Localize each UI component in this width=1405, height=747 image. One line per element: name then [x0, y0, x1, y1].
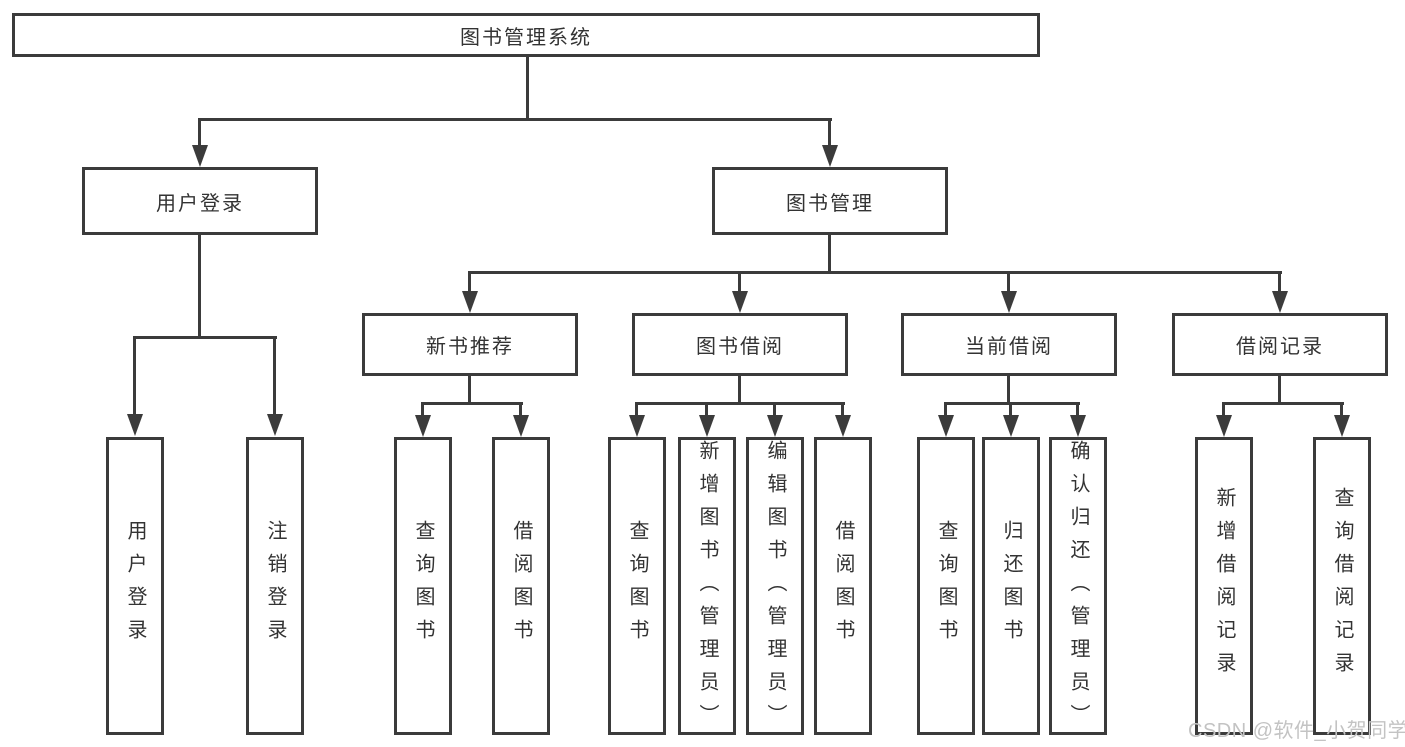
connector-group-rail [1222, 402, 1344, 405]
connector-book-mgmt-stub [828, 235, 831, 274]
leaf-logout: 注销登录 [246, 437, 304, 735]
node-user-login: 用户登录 [82, 167, 318, 235]
connector-group-rail [944, 402, 1080, 405]
connector-arrow-shaft [944, 402, 947, 418]
node-new-book-recommend: 新书推荐 [362, 313, 578, 376]
leaf-add-books-admin: 新增图书（管理员） [678, 437, 736, 737]
connector-group-rail [635, 402, 845, 405]
connector-arrow-shaft [198, 118, 201, 148]
arrow-down-icon [835, 415, 851, 437]
leaf-borrow-books: 借阅图书 [814, 437, 872, 735]
leaf-query-books-borrowing: 查询图书 [608, 437, 666, 735]
leaf-confirm-return-admin: 确认归还（管理员） [1049, 437, 1107, 737]
connector-arrow-shaft [133, 336, 136, 418]
leaf-return-books: 归还图书 [982, 437, 1040, 735]
connector-level2-rail [198, 118, 832, 121]
connector-stub [1278, 376, 1281, 405]
connector-arrow-shaft [828, 118, 831, 148]
arrow-down-icon [938, 415, 954, 437]
connector-root-stub [526, 57, 529, 121]
arrow-down-icon [1070, 415, 1086, 437]
connector-arrow-shaft [738, 271, 741, 294]
csdn-watermark: CSDN @软件_小贺同学 [1188, 720, 1405, 742]
connector-arrow-shaft [773, 402, 776, 418]
connector-arrow-shaft [635, 402, 638, 418]
connector-arrow-shaft [705, 402, 708, 418]
arrow-down-icon [699, 415, 715, 437]
arrow-down-icon [629, 415, 645, 437]
node-library-management-system: 图书管理系统 [12, 13, 1040, 57]
leaf-query-books-recommend: 查询图书 [394, 437, 452, 735]
connector-level3-rail [468, 271, 1282, 274]
node-book-management: 图书管理 [712, 167, 948, 235]
arrow-down-icon [1216, 415, 1232, 437]
arrow-down-icon [1272, 291, 1288, 313]
node-book-borrowing: 图书借阅 [632, 313, 848, 376]
arrow-down-icon [513, 415, 529, 437]
arrow-down-icon [192, 145, 208, 167]
connector-arrow-shaft [841, 402, 844, 418]
leaf-query-books-current: 查询图书 [917, 437, 975, 735]
connector-arrow-shaft [1278, 271, 1281, 294]
node-current-borrowing: 当前借阅 [901, 313, 1117, 376]
connector-arrow-shaft [273, 336, 276, 418]
arrow-down-icon [1001, 291, 1017, 313]
connector-arrow-shaft [421, 402, 424, 418]
arrow-down-icon [732, 291, 748, 313]
arrow-down-icon [267, 414, 283, 436]
connector-arrow-shaft [1009, 402, 1012, 418]
leaf-user-login: 用户登录 [106, 437, 164, 735]
connector-stub [1007, 376, 1010, 405]
connector-stub [738, 376, 741, 405]
connector-user-login-stub [198, 235, 201, 339]
connector-arrow-shaft [1007, 271, 1010, 294]
arrow-down-icon [1003, 415, 1019, 437]
connector-arrow-shaft [1076, 402, 1079, 418]
arrow-down-icon [1334, 415, 1350, 437]
leaf-borrow-books-recommend: 借阅图书 [492, 437, 550, 735]
connector-arrow-shaft [1222, 402, 1225, 418]
connector-stub [468, 376, 471, 405]
arrow-down-icon [822, 145, 838, 167]
arrow-down-icon [415, 415, 431, 437]
leaf-edit-books-admin: 编辑图书（管理员） [746, 437, 804, 737]
connector-user-login-rail [133, 336, 277, 339]
node-borrowing-records: 借阅记录 [1172, 313, 1388, 376]
leaf-query-borrow-record: 查询借阅记录 [1313, 437, 1371, 735]
arrow-down-icon [127, 414, 143, 436]
arrow-down-icon [767, 415, 783, 437]
arrow-down-icon [462, 291, 478, 313]
connector-arrow-shaft [468, 271, 471, 294]
leaf-add-borrow-record: 新增借阅记录 [1195, 437, 1253, 735]
connector-arrow-shaft [519, 402, 522, 418]
connector-arrow-shaft [1340, 402, 1343, 418]
connector-group-rail [421, 402, 523, 405]
